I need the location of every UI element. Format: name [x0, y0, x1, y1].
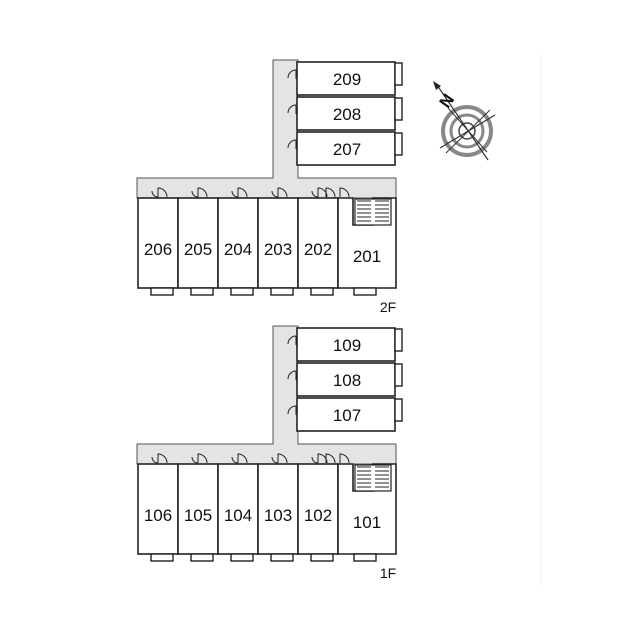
- north-arrow-icon: [433, 81, 441, 90]
- unit-box: [177, 463, 219, 555]
- unit-102: 102: [297, 453, 339, 562]
- door-icon: [271, 453, 288, 464]
- door-icon: [287, 139, 297, 149]
- door-icon: [271, 187, 288, 198]
- unit-105: 105: [177, 453, 219, 562]
- balcony: [353, 553, 377, 562]
- door-icon: [287, 335, 297, 345]
- unit-label: 202: [304, 240, 332, 259]
- unit-204: 204: [217, 187, 259, 296]
- unit-box: [296, 327, 396, 362]
- unit-box: [217, 463, 259, 555]
- unit-label: 103: [264, 506, 292, 525]
- balcony: [270, 553, 294, 562]
- unit-208: 208: [287, 96, 403, 131]
- unit-label: 101: [353, 513, 381, 532]
- unit-203: 203: [257, 187, 299, 296]
- balcony: [394, 363, 403, 387]
- door-icon: [287, 104, 297, 114]
- balcony: [150, 287, 174, 296]
- unit-label: 205: [184, 240, 212, 259]
- unit-label: 102: [304, 506, 332, 525]
- unit-109: 109: [287, 327, 403, 362]
- unit-box: [137, 197, 179, 289]
- unit-label: 203: [264, 240, 292, 259]
- door-icon: [151, 453, 168, 464]
- unit-label: 206: [144, 240, 172, 259]
- unit-209: 209: [287, 61, 403, 96]
- door-icon: [151, 187, 168, 198]
- unit-108: 108: [287, 362, 403, 397]
- balcony: [394, 132, 403, 156]
- balcony: [230, 553, 254, 562]
- unit-103: 103: [257, 453, 299, 562]
- balcony: [394, 62, 403, 86]
- unit-label: 209: [333, 70, 361, 89]
- unit-label: 109: [333, 336, 361, 355]
- balcony: [394, 398, 403, 422]
- unit-label: 106: [144, 506, 172, 525]
- unit-label: 105: [184, 506, 212, 525]
- stairs-icon: [354, 198, 392, 226]
- unit-107: 107: [287, 397, 403, 432]
- unit-label: 108: [333, 371, 361, 390]
- unit-101: 101: [325, 453, 397, 562]
- door-icon: [191, 187, 208, 198]
- floor-label: 2F: [380, 299, 396, 315]
- balcony: [150, 553, 174, 562]
- unit-label: 208: [333, 105, 361, 124]
- unit-206: 206: [137, 187, 179, 296]
- unit-202: 202: [297, 187, 339, 296]
- balcony: [190, 553, 214, 562]
- unit-205: 205: [177, 187, 219, 296]
- compass-icon: N: [433, 81, 496, 161]
- balcony: [394, 97, 403, 121]
- door-icon: [287, 69, 297, 79]
- balcony: [310, 553, 334, 562]
- balcony: [190, 287, 214, 296]
- unit-201: 201: [325, 187, 397, 296]
- stairs-icon: [354, 464, 392, 492]
- door-icon: [287, 370, 297, 380]
- unit-box: [257, 197, 299, 289]
- door-icon: [231, 187, 248, 198]
- unit-104: 104: [217, 453, 259, 562]
- unit-106: 106: [137, 453, 179, 562]
- unit-label: 207: [333, 140, 361, 159]
- door-icon: [231, 453, 248, 464]
- door-icon: [191, 453, 208, 464]
- unit-box: [177, 197, 219, 289]
- balcony: [394, 328, 403, 352]
- door-icon: [311, 453, 328, 464]
- floor-1f: 109 108 107 106 105 104 103 102 101 1F: [136, 325, 403, 581]
- unit-label: 201: [353, 247, 381, 266]
- unit-label: 204: [224, 240, 252, 259]
- door-icon: [287, 405, 297, 415]
- floor-2f: 209 208 207 206 205 204 203 202 201 2F: [136, 59, 403, 315]
- floor-label: 1F: [380, 565, 396, 581]
- unit-207: 207: [287, 131, 403, 166]
- balcony: [353, 287, 377, 296]
- balcony: [230, 287, 254, 296]
- door-icon: [325, 453, 350, 464]
- balcony: [270, 287, 294, 296]
- door-icon: [311, 187, 328, 198]
- unit-label: 104: [224, 506, 252, 525]
- balcony: [310, 287, 334, 296]
- unit-label: 107: [333, 406, 361, 425]
- door-icon: [325, 187, 350, 198]
